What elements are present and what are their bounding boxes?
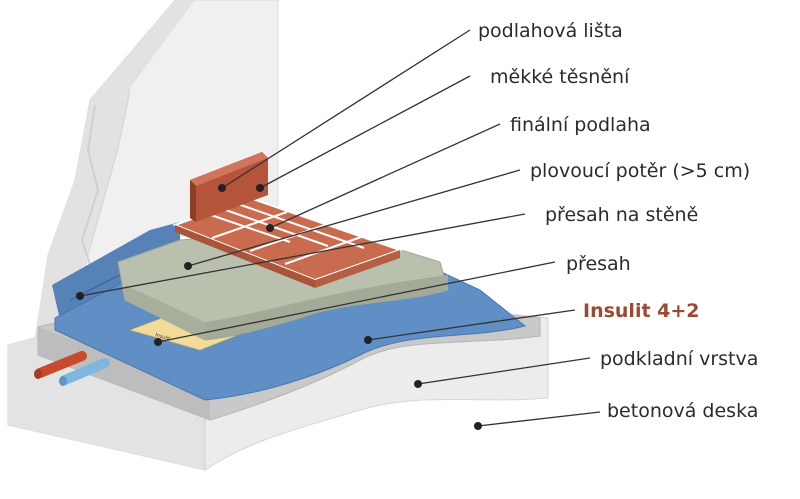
leader-dots bbox=[76, 184, 482, 430]
label-overlap: přesah bbox=[566, 253, 631, 275]
label-final-floor: finální podlaha bbox=[510, 114, 651, 136]
seam-tape: Insulit bbox=[128, 316, 237, 351]
label-floating-screed: plovoucí potěr (>5 cm) bbox=[530, 160, 750, 182]
label-concrete-slab: betonová deska bbox=[607, 400, 758, 422]
label-product: Insulit 4+2 bbox=[583, 300, 700, 322]
label-wall-overlap: přesah na stěně bbox=[545, 204, 698, 226]
tape-text: Insulit bbox=[154, 332, 170, 342]
baseboard bbox=[190, 152, 268, 222]
label-base-layer: podkladní vrstva bbox=[600, 348, 758, 370]
label-soft-seal: měkké těsnění bbox=[490, 66, 630, 88]
labels: podlahová lišta měkké těsnění finální po… bbox=[478, 20, 758, 422]
leader-lines bbox=[79, 29, 601, 427]
pipes bbox=[34, 351, 110, 386]
label-baseboard: podlahová lišta bbox=[478, 20, 623, 42]
